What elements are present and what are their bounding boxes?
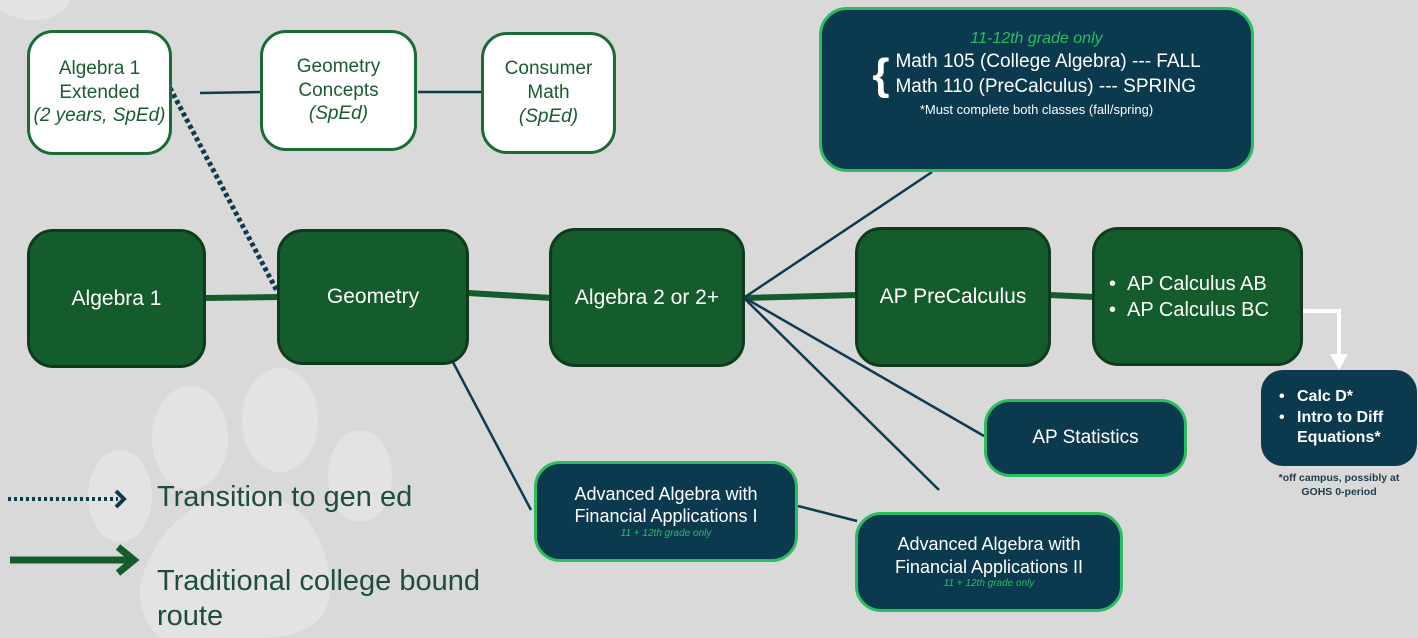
adv-algebra-1-note: 11 + 12th grade only — [620, 527, 712, 539]
college-courses-group: { Math 105 (College Algebra) --- FALL Ma… — [872, 50, 1200, 99]
ap-precalculus-box: AP PreCalculus — [855, 227, 1051, 367]
geometry-label: Geometry — [326, 285, 420, 308]
college-course-2: Math 110 (PreCalculus) --- SPRING — [895, 75, 1197, 97]
ap-precalculus-label: AP PreCalculus — [879, 285, 1027, 308]
algebra1-extended-title2: Extended — [59, 81, 140, 103]
legend-solid-arrowhead-icon — [115, 544, 140, 576]
algebra1-box: Algebra 1 — [27, 229, 206, 368]
adv-algebra-2-line1: Advanced Algebra with — [897, 534, 1081, 555]
algebra1-extended-title1: Algebra 1 — [58, 57, 141, 79]
ap-calculus-bc: AP Calculus BC — [1107, 297, 1269, 323]
calc-d-footnote: *off campus, possibly at GOHS 0-period — [1260, 471, 1418, 499]
algebra1-extended-note: (2 years, SpEd) — [33, 105, 166, 127]
consumer-math-box: Consumer Math (SpEd) — [481, 32, 616, 154]
main-route-lines — [204, 290, 1095, 301]
line-algebra2-college — [744, 170, 933, 299]
line-algebra2-advalg2 — [744, 298, 940, 491]
calc-d-footnote-line1: *off campus, possibly at — [1278, 472, 1400, 484]
geometry-concepts-box: Geometry Concepts (SpEd) — [260, 30, 417, 151]
calc-d-box: Calc D* Intro to Diff Equations* — [1261, 370, 1417, 466]
consumer-math-title2: Math — [527, 82, 570, 104]
ap-calculus-ab: AP Calculus AB — [1107, 271, 1269, 297]
transition-dotted-line — [167, 86, 280, 293]
legend-solid-label-line2: route — [157, 599, 224, 632]
line-advalg1-advalg2 — [797, 504, 858, 523]
calc-d-list: Calc D* Intro to Diff Equations* — [1277, 387, 1417, 449]
adv-algebra-1-line2: Financial Applications I — [574, 506, 758, 527]
calc-d-footnote-line2: GOHS 0-period — [1301, 486, 1377, 499]
legend-solid-label: Traditional college bound route — [157, 564, 480, 634]
geometry-concepts-title2: Concepts — [298, 79, 379, 101]
algebra2-box: Algebra 2 or 2+ — [549, 228, 745, 367]
geometry-concepts-title1: Geometry — [296, 55, 381, 77]
algebra1-label: Algebra 1 — [71, 286, 162, 310]
intro-diff-eq-item: Intro to Diff Equations* — [1277, 408, 1417, 450]
consumer-math-title1: Consumer — [504, 58, 593, 80]
college-course-1: Math 105 (College Algebra) --- FALL — [895, 51, 1201, 72]
consumer-math-note: (SpEd) — [518, 105, 579, 127]
route-algebra1-geometry — [204, 294, 281, 301]
route-algebra2-precalc — [744, 292, 858, 301]
paw-print-watermark — [0, 0, 392, 638]
ap-calculus-list: AP Calculus AB AP Calculus BC — [1107, 271, 1269, 323]
algebra1-extended-box: Algebra 1 Extended (2 years, SpEd) — [27, 30, 172, 155]
arrowhead-down-icon — [1330, 354, 1348, 370]
ap-calculus-box: AP Calculus AB AP Calculus BC — [1092, 227, 1303, 366]
legend-dotted-label: Transition to gen ed — [157, 481, 413, 513]
geometry-box: Geometry — [277, 229, 469, 365]
adv-algebra-2-note: 11 + 12th grade only — [943, 578, 1035, 590]
adv-algebra-2-line2: Financial Applications II — [894, 556, 1084, 577]
legend-solid-label-line1: Traditional college bound — [157, 565, 480, 597]
geometry-concepts-note: (SpEd) — [308, 103, 369, 125]
college-courses-note: *Must complete both classes (fall/spring… — [919, 102, 1154, 118]
route-geometry-algebra2 — [467, 290, 553, 301]
branch-lines — [199, 90, 985, 523]
curly-brace-icon: { — [872, 49, 890, 99]
algebra2-label: Algebra 2 or 2+ — [574, 285, 720, 309]
calc-d-item: Calc D* — [1277, 387, 1417, 408]
ap-statistics-label: AP Statistics — [1032, 427, 1139, 448]
legend-dotted-arrowhead-icon — [114, 489, 127, 509]
ap-statistics-box: AP Statistics — [984, 399, 1187, 477]
route-precalc-calculus — [1049, 292, 1095, 300]
adv-algebra-1-line1: Advanced Algebra with — [574, 483, 758, 504]
college-courses-heading: 11-12th grade only — [970, 30, 1103, 47]
adv-algebra-1-box: Advanced Algebra with Financial Applicat… — [534, 461, 798, 562]
college-courses-box: 11-12th grade only { Math 105 (College A… — [819, 7, 1254, 172]
line-algebra2-apstats — [744, 296, 985, 438]
line-alg1ext-geoconcepts — [199, 90, 263, 95]
adv-algebra-2-box: Advanced Algebra with Financial Applicat… — [855, 512, 1123, 612]
